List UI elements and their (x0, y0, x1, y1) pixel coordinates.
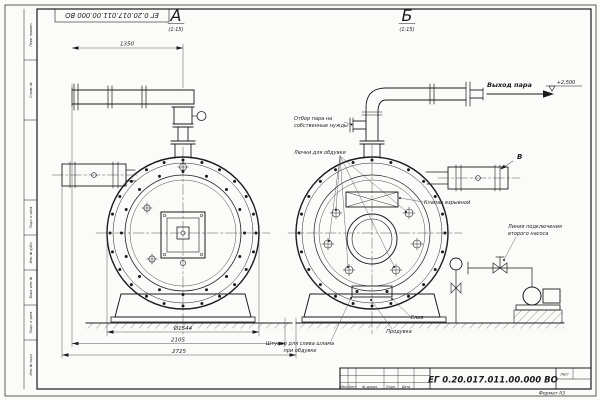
margin-label-dubl: Инв. № дубл. (29, 242, 33, 264)
view-a: 1350 Ø1544 2105 (51, 42, 297, 359)
handwheel-icon (196, 111, 207, 121)
col-podp: Подп. (386, 385, 396, 389)
annotation-second-pump: Линия подключения второго насоса (503, 224, 562, 261)
view-v-label: В (517, 153, 522, 161)
explosion-valve-hatch (345, 191, 399, 208)
margin-label-sprav: Справ. № (29, 82, 33, 98)
svg-text:Клапан взрывной: Клапан взрывной (424, 200, 471, 206)
annotation-drain: Слив (391, 298, 423, 321)
col-docnum: № докум. (361, 385, 378, 389)
view-b-label: Б (402, 6, 413, 25)
margin-label-podp1: Подп. и дата (29, 207, 33, 229)
elevation-mark: +2,500 (545, 80, 583, 92)
annotation-explosion-valve: Клапан взрывной (399, 197, 471, 206)
svg-text:Лючки для обдувки: Лючки для обдувки (293, 150, 347, 156)
water-header-b (425, 164, 521, 192)
col-data: Дата (401, 385, 410, 389)
bottom-fitting (351, 285, 393, 298)
view-a-scale: (1:15) (168, 27, 183, 33)
elevation-value: +2,500 (557, 80, 576, 86)
margin-label-perv: Перв. примен. (29, 23, 33, 47)
outer-border (4, 4, 597, 397)
view-b-scale: (1:15) (399, 27, 414, 33)
annotation-blowdown: Продувка (370, 299, 412, 335)
svg-text:второго насоса: второго насоса (508, 231, 548, 237)
steam-outlet-arrow: Выход пара (486, 81, 554, 98)
margin-label-inv: Инв. № подл. (29, 354, 33, 376)
feed-line (467, 256, 533, 288)
margin-label-vzam: Взам. инв. № (29, 276, 33, 298)
front-door (160, 211, 206, 266)
svg-text:Штуцер для слива шлама: Штуцер для слива шлама (266, 341, 334, 347)
feed-pump (513, 286, 563, 324)
doc-number-top-box: ЕГ 0.20.017.011.00.000 ВО (54, 8, 170, 23)
support-b (301, 293, 447, 323)
svg-text:Слив: Слив (411, 315, 424, 321)
margin-column: Перв. примен. Справ. № Подп. и дата Инв.… (23, 8, 38, 390)
safety-valve-a (173, 106, 193, 125)
svg-text:Отбор пара на: Отбор пара на (294, 116, 332, 122)
margin-label-podp2: Подп. и дата (29, 312, 33, 334)
sheet-label: Лист (559, 373, 570, 377)
vessel-shell-b (295, 156, 449, 310)
doc-number: ЕГ 0.20.017.011.00.000 ВО (428, 376, 558, 386)
dim-1350-value: 1350 (120, 42, 134, 48)
format-note: Формат А3 (539, 391, 565, 397)
furnace-tube (346, 213, 398, 265)
steam-pipe-b (349, 81, 484, 159)
ground-b (295, 322, 565, 329)
dim-diameter: Ø1544 (106, 239, 260, 337)
dim-2105-value: 2105 (171, 338, 185, 344)
title-block: Изм. Лист № докум. Подп. Дата Лист ЕГ 0.… (339, 367, 591, 390)
svg-text:Линия подключения: Линия подключения (507, 224, 562, 230)
ground-a (85, 322, 293, 329)
dim-1350: 1350 (71, 42, 184, 348)
view-a-label: А (170, 6, 182, 25)
steam-out-label: Выход пара (487, 81, 532, 89)
blow-ports (321, 206, 424, 277)
vessel-shell-a (106, 156, 260, 310)
svg-text:Продувка: Продувка (386, 329, 411, 335)
pressure-gauge (449, 257, 463, 324)
view-b-title: Б (1:15) (398, 6, 416, 33)
dim-2725-value: 2725 (172, 349, 186, 355)
annotation-sludge-fitting: Штуцер для слива шлама при обдувке (266, 297, 352, 354)
annotation-blow-hatches: Лючки для обдувки (293, 150, 407, 268)
dim-2105: 2105 (71, 317, 286, 348)
inner-frame (36, 8, 592, 390)
doc-number-top: ЕГ 0.20.017.011.00.000 ВО (64, 11, 158, 19)
view-b: Выход пара +2,500 В (266, 80, 583, 354)
steam-pipe-a (71, 83, 207, 159)
col-izm: Изм. (340, 385, 348, 389)
col-list: Лист (347, 385, 356, 389)
feed-valve (492, 256, 508, 274)
ports-a (141, 161, 189, 265)
dim-diameter-value: Ø1544 (173, 325, 193, 332)
svg-text:при обдувке: при обдувке (284, 348, 317, 354)
svg-text:собственные нужды: собственные нужды (294, 123, 348, 129)
view-a-title: А (1:15) (167, 6, 185, 33)
support-a (110, 293, 256, 323)
annotation-steam-own-needs: Отбор пара на собственные нужды (294, 116, 353, 129)
view-v-arrow: В (500, 153, 522, 170)
water-header-a (51, 161, 139, 189)
